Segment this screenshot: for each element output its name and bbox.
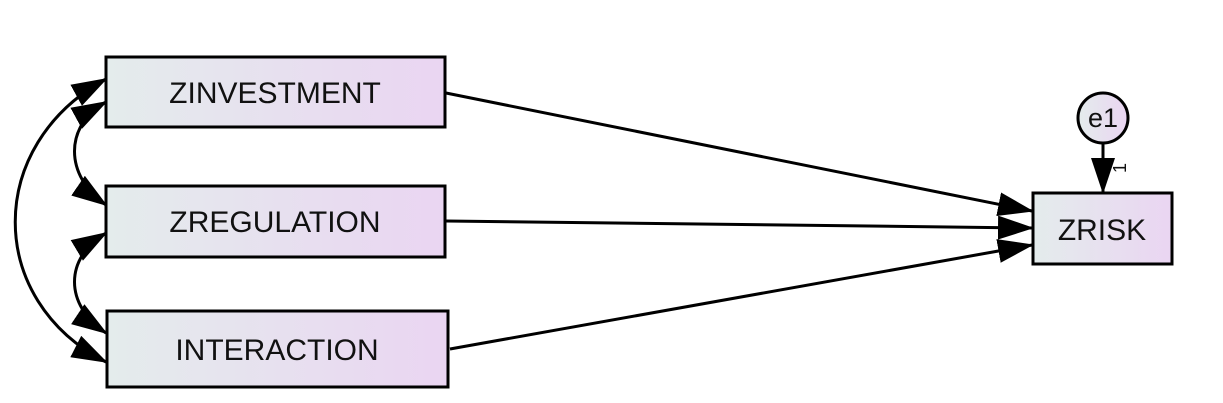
covariance-zinvestment-zregulation — [70, 100, 108, 207]
node-interaction-label: INTERACTION — [175, 334, 378, 367]
node-zregulation-box — [104, 184, 447, 259]
covariance-zinvestment-interaction — [13, 77, 108, 364]
path-interaction-zrisk — [449, 239, 1034, 351]
node-zrisk-label: ZRISK — [1058, 214, 1146, 247]
error-path-weight-label: 1 — [1110, 163, 1130, 173]
node-zregulation: ZREGULATION — [104, 184, 447, 259]
path-zinvestment-zrisk — [445, 91, 1034, 217]
node-interaction: INTERACTION — [105, 309, 450, 389]
covariance-zregulation-interaction — [70, 231, 108, 335]
node-zrisk-box — [1031, 191, 1174, 266]
node-e1-label: e1 — [1088, 103, 1118, 133]
node-interaction-box — [105, 309, 450, 389]
node-e1-circle — [1076, 91, 1130, 145]
node-zinvestment: ZINVESTMENT — [104, 55, 447, 129]
path-zregulation-zrisk — [445, 215, 1034, 240]
node-zinvestment-box — [104, 55, 447, 129]
node-zinvestment-label: ZINVESTMENT — [169, 77, 381, 110]
node-zregulation-label: ZREGULATION — [169, 206, 380, 239]
node-zrisk: ZRISK — [1031, 191, 1174, 266]
node-e1: e1 — [1076, 91, 1130, 145]
